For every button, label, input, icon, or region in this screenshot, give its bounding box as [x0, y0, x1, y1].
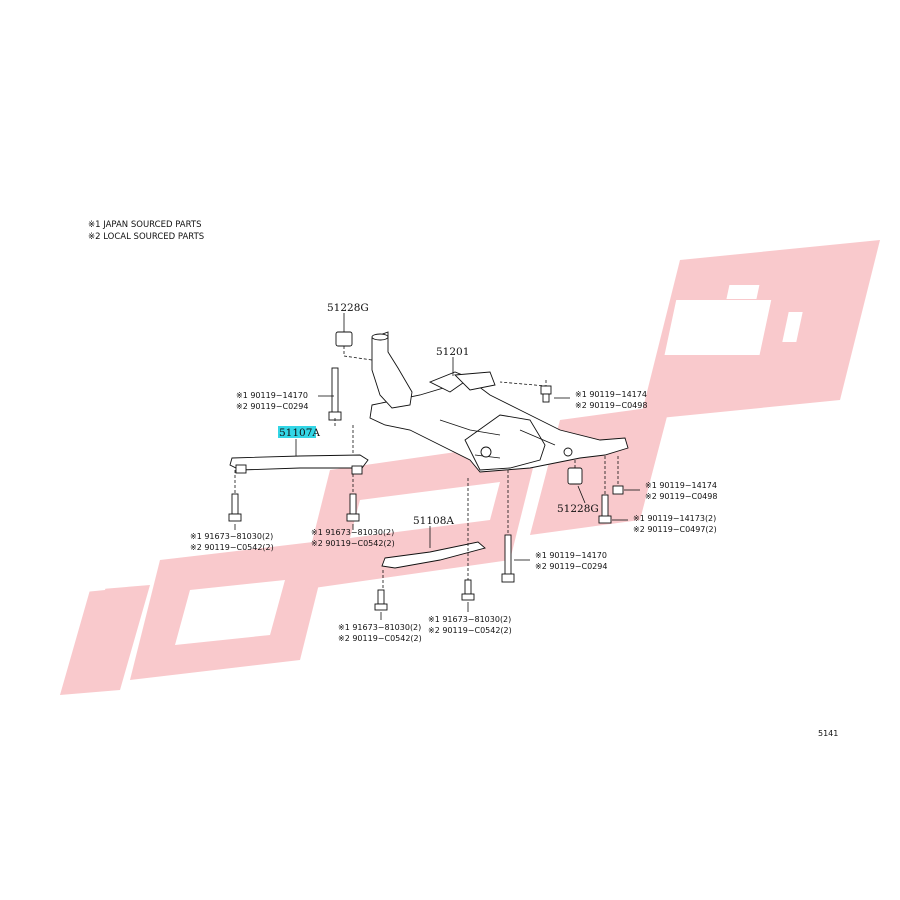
front-brace-51107a: [229, 454, 369, 475]
bolt-center-long: [501, 534, 515, 583]
watermark-cut-2: [75, 572, 110, 593]
svg-text:※1 91673−81030(2)[interactable]: ※1 91673−81030(2): [338, 623, 421, 632]
svg-text:※2 90119−C0542(2)[interactable]: ※2 90119−C0542(2): [428, 626, 512, 635]
left-arm-mount: [371, 331, 413, 409]
fastener-left-bolt-top: ※1 90119−14170 ※2 90119−C0294: [236, 391, 308, 411]
fastener-right-bolt-low: ※1 90119−14173(2) ※2 90119−C0497(2): [633, 514, 717, 534]
watermark-bar-1: [60, 585, 150, 695]
watermark-cut-1: [175, 580, 285, 645]
fastener-bolt-a: ※1 91673−81030(2) ※2 90119−C0542(2): [190, 532, 274, 552]
svg-text:※2 90119−C0542(2)[interactable]: ※2 90119−C0542(2): [190, 543, 274, 552]
bolt-b: [346, 493, 360, 522]
bolt-a: [228, 493, 242, 522]
svg-text:※1 90119−14174[interactable]: ※1 90119−14174: [645, 481, 717, 490]
bolt-d: [461, 579, 475, 601]
watermark-cut-3: [350, 482, 500, 538]
svg-text:※1 90119−14174[interactable]: ※1 90119−14174: [575, 390, 647, 399]
svg-text:※2 90119−C0497(2)[interactable]: ※2 90119−C0497(2): [633, 525, 717, 534]
svg-text:※2 90119−C0498[interactable]: ※2 90119−C0498: [645, 492, 717, 501]
bolt-left-long: [328, 367, 342, 421]
part-label-51228g-top[interactable]: 51228G: [327, 302, 369, 314]
bolt-right-top: [540, 385, 552, 403]
note-japan: ※1 JAPAN SOURCED PARTS: [88, 220, 201, 230]
part-label-51108a[interactable]: 51108A: [413, 515, 454, 527]
fastener-center-bolt: ※1 90119−14170 ※2 90119−C0294: [535, 551, 607, 571]
watermark-logo: [60, 240, 880, 695]
fastener-labels: ※1 90119−14170 ※2 90119−C0294 ※1 90119−1…: [190, 390, 717, 643]
diagram-code: 5141: [818, 729, 838, 738]
svg-text:※1 90119−14173(2)[interactable]: ※1 90119−14173(2): [633, 514, 716, 523]
svg-text:※1 90119−14170[interactable]: ※1 90119−14170: [535, 551, 607, 560]
svg-text:※2 90119−C0542(2)[interactable]: ※2 90119−C0542(2): [311, 539, 395, 548]
fastener-right-bolt-top: ※1 90119−14174 ※2 90119−C0498: [575, 390, 647, 410]
svg-text:※1 90119−14170[interactable]: ※1 90119−14170: [236, 391, 308, 400]
part-label-highlight: [278, 426, 316, 438]
bushing-51228g-top: [335, 331, 353, 347]
part-labels: 51228G 51201 51107A 51108A 51228G: [278, 302, 599, 527]
source-notes: ※1 JAPAN SOURCED PARTS ※2 LOCAL SOURCED …: [88, 220, 204, 242]
fastener-right-bolt-mid: ※1 90119−14174 ※2 90119−C0498: [645, 481, 717, 501]
bushing-51228g-right: [567, 467, 583, 485]
part-label-51107a[interactable]: 51107A: [279, 427, 320, 439]
svg-text:※1 91673−81030(2)[interactable]: ※1 91673−81030(2): [428, 615, 511, 624]
fastener-bolt-c: ※1 91673−81030(2) ※2 90119−C0542(2): [338, 623, 422, 643]
front-crossmember: [369, 371, 629, 473]
fastener-bolt-d: ※1 91673−81030(2) ※2 90119−C0542(2): [428, 615, 512, 635]
svg-text:※2 90119−C0294[interactable]: ※2 90119−C0294: [535, 562, 607, 571]
fastener-bolt-b: ※1 91673−81030(2) ※2 90119−C0542(2): [311, 528, 395, 548]
svg-text:※2 90119−C0294[interactable]: ※2 90119−C0294: [236, 402, 308, 411]
bolt-right-mid: [612, 485, 624, 495]
svg-text:※1 91673−81030(2)[interactable]: ※1 91673−81030(2): [311, 528, 394, 537]
rear-brace-51108a: [381, 541, 486, 569]
svg-text:※2 90119−C0498[interactable]: ※2 90119−C0498: [575, 401, 647, 410]
bolt-c: [374, 589, 388, 611]
leader-lines: [234, 313, 640, 620]
engine-icon: [664, 285, 803, 355]
svg-text:※2 90119−C0542(2)[interactable]: ※2 90119−C0542(2): [338, 634, 422, 643]
part-label-51201[interactable]: 51201: [436, 346, 469, 358]
note-local: ※2 LOCAL SOURCED PARTS: [88, 232, 204, 242]
bolt-right-low: [598, 494, 612, 524]
part-label-51228g-right[interactable]: 51228G: [557, 503, 599, 515]
svg-text:※1 91673−81030(2)[interactable]: ※1 91673−81030(2): [190, 532, 273, 541]
